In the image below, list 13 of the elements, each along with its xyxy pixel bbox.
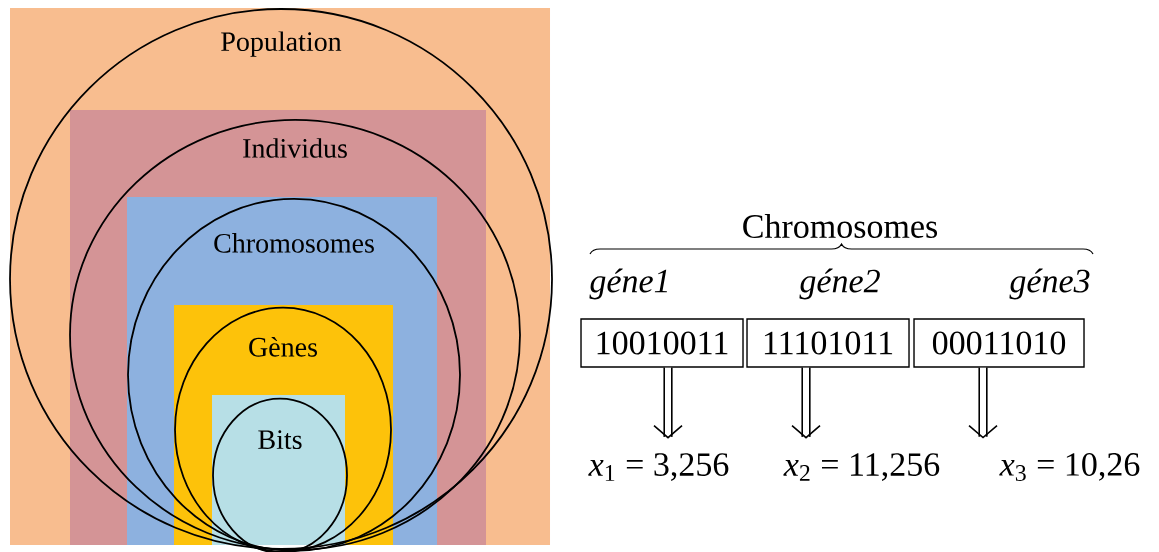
bit-box: 11101011: [746, 318, 910, 368]
gene-label: géne3: [1009, 268, 1090, 300]
value-text: x$_{2}$ = 11,256: [783, 453, 940, 481]
double-arrow: [791, 367, 821, 439]
heading: Chromosomes: [743, 214, 938, 238]
value-text: x$_{3}$ = 10,26: [999, 453, 1140, 481]
double-arrow: [653, 367, 683, 439]
value-text: x$_{1}$ = 3,256: [588, 453, 729, 481]
gene-label: géne2: [799, 268, 880, 300]
double-arrow: [968, 367, 998, 439]
gene-label: géne1: [589, 268, 667, 300]
bit-box: 10010011: [580, 318, 744, 368]
bit-box: 00011010: [913, 318, 1085, 368]
